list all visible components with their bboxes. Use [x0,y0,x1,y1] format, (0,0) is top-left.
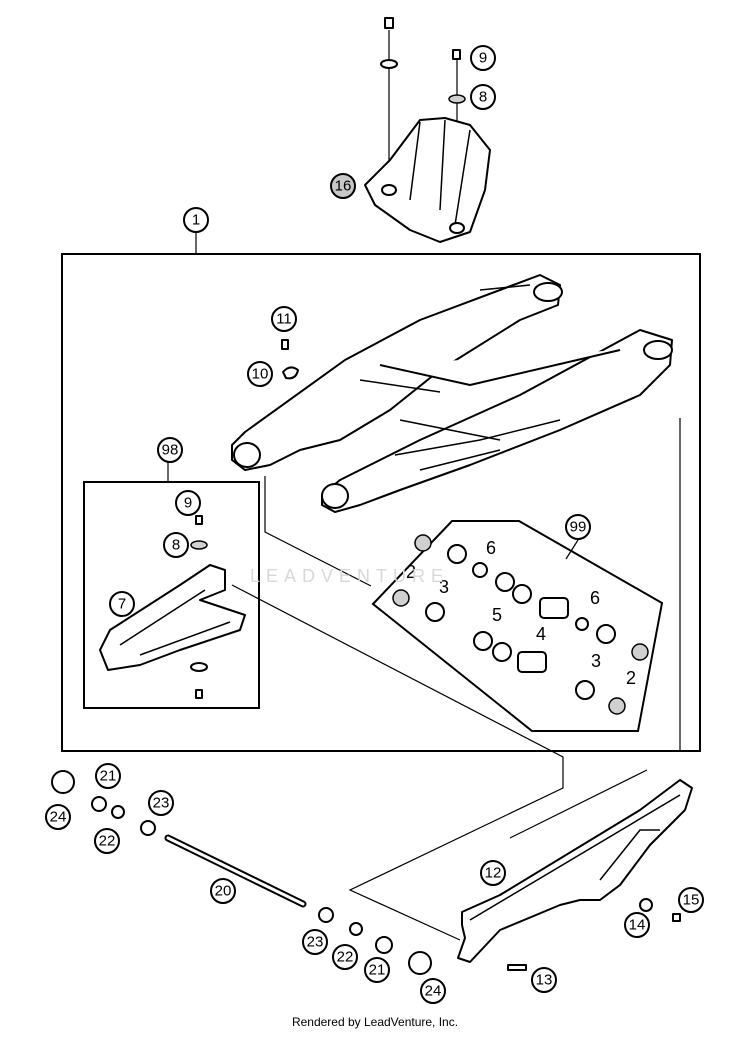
callout-21-left: 21 [95,763,121,789]
label-3-right: 3 [591,651,601,671]
svg-text:22: 22 [99,833,116,850]
callout-99: 99 [565,514,591,540]
footer-credit: Rendered by LeadVenture, Inc. [291,1015,459,1029]
cable-clip-part [281,339,299,380]
svg-text:99: 99 [570,519,587,536]
chain-guide-part [364,17,491,243]
svg-text:24: 24 [50,809,67,826]
callout-9-slider: 9 [175,490,201,516]
svg-text:8: 8 [172,537,180,554]
chain-slider-part [99,515,246,699]
svg-text:23: 23 [153,795,170,812]
svg-text:22: 22 [337,949,354,966]
pivot-axle-part [51,770,432,975]
callout-22-left: 22 [94,828,120,854]
callout-23-right: 23 [302,929,328,955]
svg-text:24: 24 [425,983,442,1000]
callout-11: 11 [271,306,297,332]
callout-10: 10 [247,361,273,387]
callout-21-right: 21 [364,957,390,983]
callout-22-right: 22 [332,944,358,970]
callout-8-top: 8 [470,84,496,110]
svg-text:11: 11 [276,311,292,328]
callout-8-slider: 8 [163,532,189,558]
svg-text:14: 14 [629,917,646,934]
chain-guard-part [457,779,693,971]
svg-text:20: 20 [215,883,232,900]
bearing-kit-parts [392,534,649,715]
svg-text:13: 13 [536,972,553,989]
svg-text:10: 10 [252,366,269,383]
callout-16: 16 [330,173,356,199]
svg-text:21: 21 [369,962,386,979]
callout-24-right: 24 [420,978,446,1004]
label-3-left: 3 [439,577,449,597]
callout-20: 20 [210,878,236,904]
callout-13: 13 [531,967,557,993]
svg-text:1: 1 [192,212,200,229]
callout-14: 14 [624,912,650,938]
callout-98: 98 [157,437,183,463]
swingarm-part [231,274,673,513]
callout-15: 15 [678,887,704,913]
svg-text:98: 98 [162,442,179,459]
chain-slider-kit-frame [83,481,260,709]
svg-text:9: 9 [479,50,487,67]
callout-12: 12 [480,860,506,886]
svg-text:16: 16 [335,178,352,195]
callout-24-left: 24 [45,804,71,830]
label-2-left: 2 [406,562,416,582]
label-2-right: 2 [626,668,636,688]
callout-7: 7 [109,591,135,617]
svg-text:8: 8 [479,89,487,106]
svg-text:9: 9 [184,495,192,512]
callout-23-left: 23 [148,790,174,816]
label-4: 4 [536,624,546,644]
label-6-right: 6 [590,588,600,608]
callout-9-top: 9 [470,45,496,71]
swingarm-assembly-frame [61,253,701,752]
svg-text:21: 21 [100,768,117,785]
svg-text:15: 15 [683,892,700,909]
svg-text:7: 7 [118,596,126,613]
bearing-kit-frame [371,520,664,732]
svg-text:12: 12 [485,865,502,882]
watermark: LEADVENTURE [250,566,450,586]
label-5: 5 [492,605,502,625]
label-6-top: 6 [486,538,496,558]
svg-text:23: 23 [307,934,324,951]
callout-1: 1 [183,207,209,233]
